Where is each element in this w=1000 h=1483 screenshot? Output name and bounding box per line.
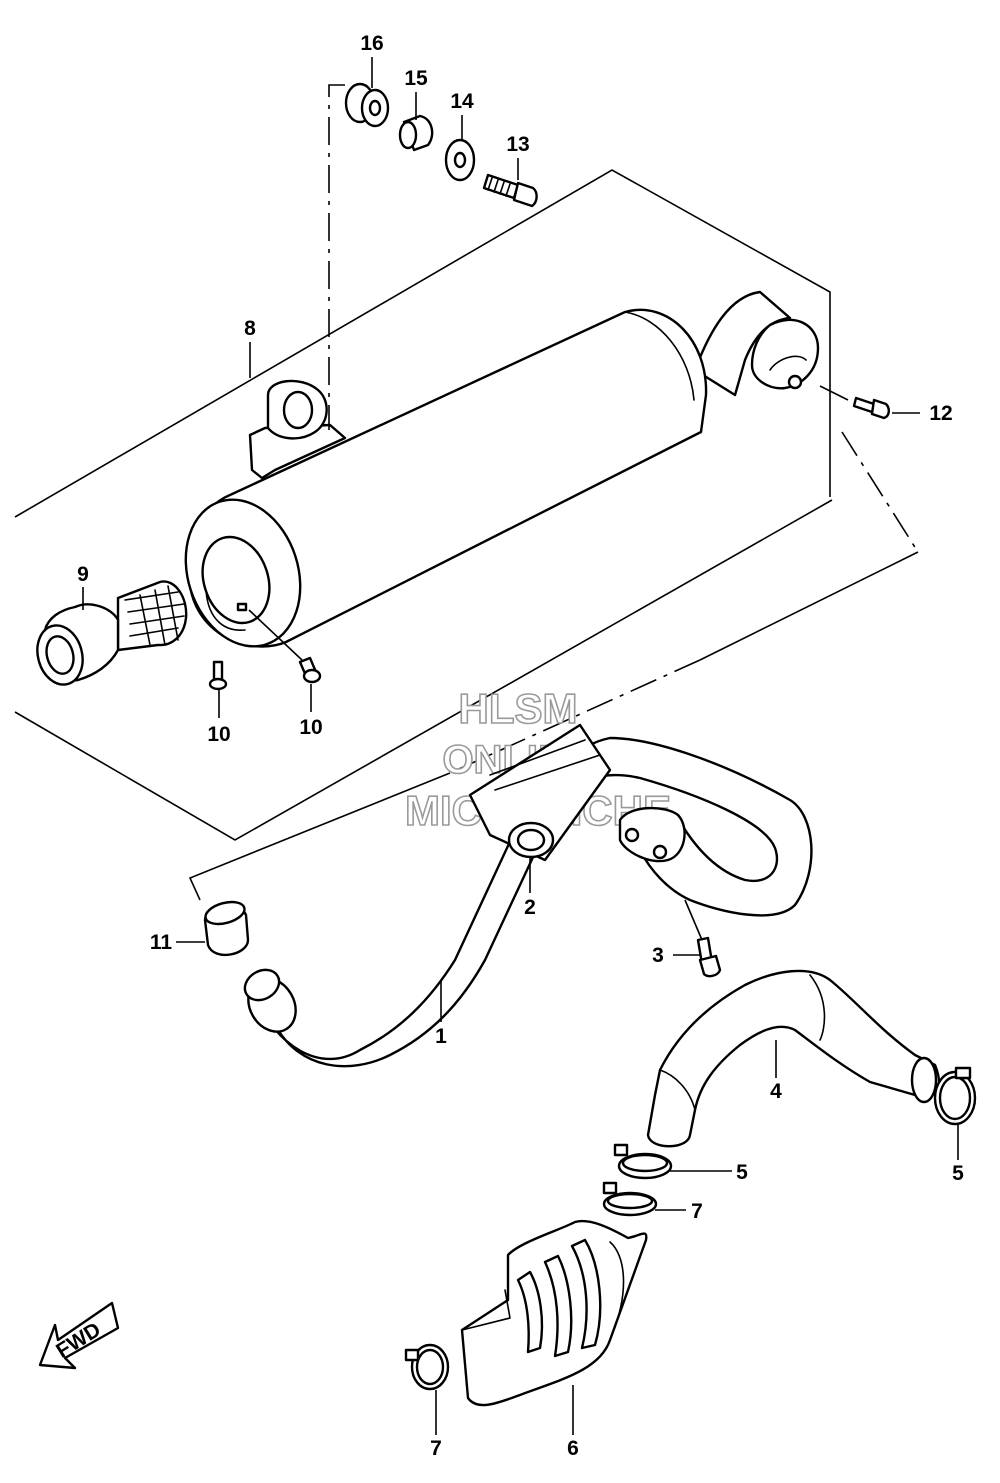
callout-11: 11 — [150, 931, 173, 954]
bolt-icon-12 — [852, 396, 890, 420]
callout-6: 6 — [567, 1437, 579, 1460]
callouts: 16 15 14 13 8 12 9 10 10 11 2 3 1 4 5 5 … — [77, 32, 964, 1460]
leader-lines — [82, 57, 959, 1435]
joint-pipe-icon — [646, 969, 941, 1148]
callout-12: 12 — [929, 402, 952, 425]
bolt-icon-13 — [482, 173, 538, 208]
watermark-line1: HLSM — [459, 685, 578, 732]
hose-clamp-icon-5-right — [933, 1066, 977, 1126]
callout-5-right: 5 — [952, 1162, 964, 1185]
heat-shield-icon — [460, 1219, 648, 1407]
fwd-arrow-icon: FWD — [38, 1301, 120, 1370]
callout-10-right: 10 — [299, 716, 322, 739]
washer-icon — [444, 138, 476, 182]
callout-10-left: 10 — [207, 723, 230, 746]
mounting-centerline — [328, 84, 345, 430]
callout-7-right: 7 — [691, 1200, 703, 1223]
spacer-icon — [398, 114, 434, 152]
callout-16: 16 — [360, 32, 383, 55]
callout-15: 15 — [404, 67, 428, 90]
callout-7-left: 7 — [430, 1437, 442, 1460]
callout-1: 1 — [435, 1025, 447, 1048]
callout-5-left: 5 — [736, 1161, 748, 1184]
cushion-icon — [344, 82, 390, 128]
callout-13: 13 — [506, 133, 529, 156]
hose-clamp-icon-7-upper — [602, 1181, 658, 1217]
callout-9: 9 — [77, 563, 89, 586]
callout-4: 4 — [770, 1080, 782, 1103]
hose-clamp-icon-7-lower — [404, 1343, 450, 1391]
hose-clamp-icon-5-left — [613, 1143, 673, 1180]
bolt-icon-3 — [696, 936, 722, 978]
muffler-assembly-box — [14, 169, 919, 901]
callout-3: 3 — [652, 944, 664, 967]
screw-icon-left — [208, 660, 228, 691]
callout-14: 14 — [450, 90, 474, 113]
callout-8: 8 — [244, 317, 256, 340]
exhaust-pipe-icon — [243, 723, 813, 1068]
gasket-icon — [507, 821, 555, 859]
spark-arrester-icon — [36, 580, 188, 686]
callout-2: 2 — [524, 896, 536, 919]
gasket-sleeve-icon — [203, 900, 250, 957]
screw-icon-right — [298, 656, 322, 684]
muffler-icon — [184, 290, 820, 648]
